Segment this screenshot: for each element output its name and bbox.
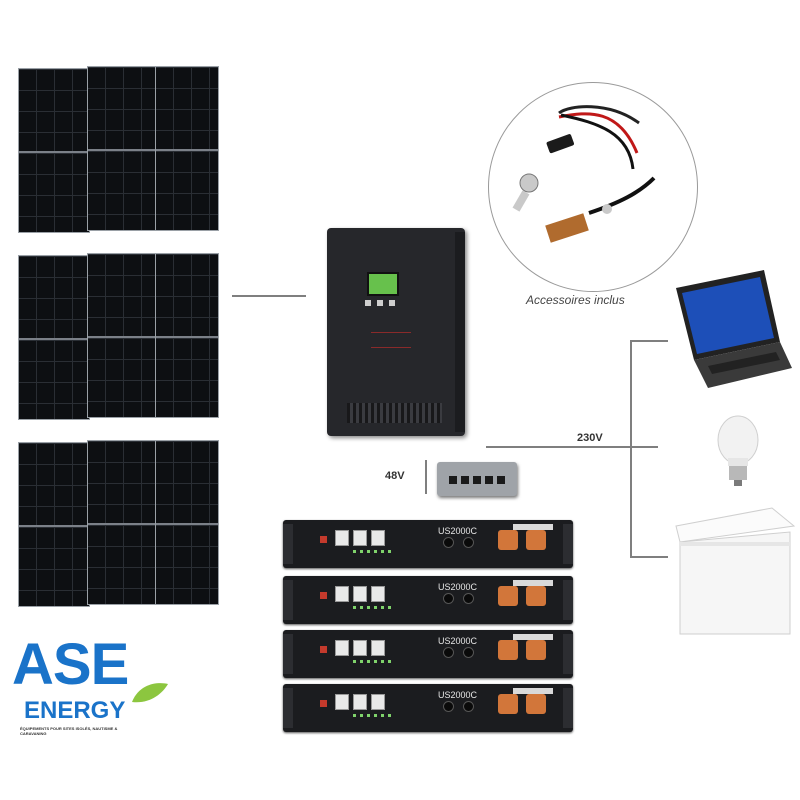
battery-module: US2000C (283, 520, 573, 568)
dc-line (425, 460, 427, 494)
ac-bus-vertical (630, 340, 632, 558)
ac-branch-freezer (630, 556, 668, 558)
solar-panel (18, 68, 90, 233)
solar-panel (87, 440, 159, 605)
battery-model-label: US2000C (438, 526, 478, 536)
voltage-dc-label: 48V (385, 470, 405, 482)
inverter-brand-mark (371, 332, 411, 348)
battery-communication-hub (437, 462, 517, 496)
solar-panel (87, 253, 159, 418)
ac-branch-laptop (630, 340, 668, 342)
solar-panel (18, 442, 90, 607)
solar-panel (155, 253, 219, 418)
inverter-button (365, 300, 371, 306)
battery-model-label: US2000C (438, 690, 478, 700)
light-bulb-appliance (716, 414, 760, 488)
chest-freezer-appliance (672, 506, 798, 636)
hub-port (497, 476, 505, 484)
hub-port (461, 476, 469, 484)
hybrid-inverter (327, 228, 465, 436)
accessories-illustration (512, 105, 656, 243)
laptop-appliance (668, 268, 796, 390)
logo-wordmark-bottom: ENERGY (24, 697, 126, 724)
battery-module: US2000C (283, 684, 573, 732)
leaf-icon (132, 683, 168, 703)
solar-panel (87, 66, 159, 231)
ase-energy-logo: ASE ENERGY ÉQUIPEMENTS POUR SITES ISOLÉS… (10, 632, 170, 740)
inverter-button (377, 300, 383, 306)
solar-panel (155, 66, 219, 231)
inverter-vents (347, 403, 442, 423)
voltage-ac-label: 230V (577, 432, 603, 444)
solar-panel (18, 255, 90, 420)
battery-model-label: US2000C (438, 582, 478, 592)
accessories-label: Accessoires inclus (526, 293, 625, 307)
logo-tagline: ÉQUIPEMENTS POUR SITES ISOLÉS, NAUTISME … (20, 726, 118, 736)
accessories-circle (488, 82, 698, 292)
hub-port (473, 476, 481, 484)
panel-inverter-connector (232, 295, 306, 297)
ac-output-line (486, 446, 658, 448)
solar-panel (155, 440, 219, 605)
inverter-side (455, 232, 465, 432)
battery-module: US2000C (283, 576, 573, 624)
inverter-display (367, 272, 399, 296)
hub-port (485, 476, 493, 484)
inverter-button (389, 300, 395, 306)
battery-module: US2000C (283, 630, 573, 678)
battery-model-label: US2000C (438, 636, 478, 646)
hub-port (449, 476, 457, 484)
logo-wordmark-top: ASE (12, 632, 129, 697)
